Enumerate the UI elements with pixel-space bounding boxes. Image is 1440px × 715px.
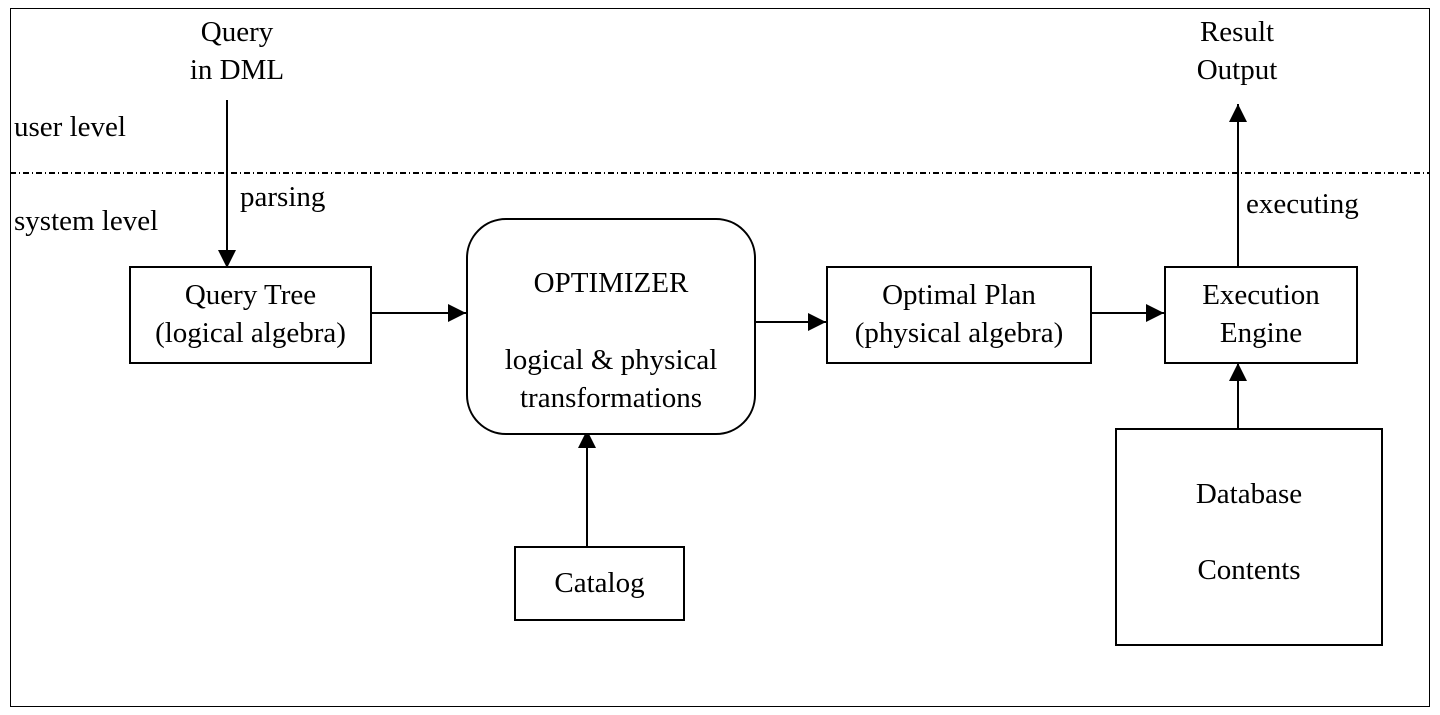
optimal-plan-line2: (physical algebra) xyxy=(854,317,1064,349)
database-contents-line2: Contents xyxy=(1197,554,1301,586)
database-contents-node: Database Contents xyxy=(1115,428,1383,646)
optimizer-title: OPTIMIZER xyxy=(533,267,689,299)
catalog-label: Catalog xyxy=(554,567,645,599)
optimizer-node: OPTIMIZER logical & physical transformat… xyxy=(466,218,756,435)
result-output-line2: Output xyxy=(1196,54,1278,86)
execution-engine-node: Execution Engine xyxy=(1164,266,1358,364)
query-tree-line2: (logical algebra) xyxy=(155,317,346,349)
optimal-plan-node: Optimal Plan (physical algebra) xyxy=(826,266,1092,364)
database-contents-line1: Database xyxy=(1195,478,1303,510)
query-input-line2: in DML xyxy=(189,54,285,86)
optimal-plan-line1: Optimal Plan xyxy=(882,279,1036,311)
system-level-label: system level xyxy=(14,205,159,237)
query-tree-line1: Query Tree xyxy=(184,279,317,311)
executing-label: executing xyxy=(1246,188,1359,220)
optimizer-line1: logical & physical xyxy=(504,344,718,376)
diagram-frame xyxy=(10,8,1430,707)
query-input-line1: Query xyxy=(200,16,274,48)
result-output-line1: Result xyxy=(1199,16,1275,48)
optimizer-line2: transformations xyxy=(519,382,702,414)
execution-engine-line1: Execution xyxy=(1202,279,1320,311)
execution-engine-line2: Engine xyxy=(1219,317,1303,349)
query-tree-node: Query Tree (logical algebra) xyxy=(129,266,372,364)
query-input-label: Query in DML xyxy=(152,13,322,89)
user-level-label: user level xyxy=(14,111,126,143)
parsing-label: parsing xyxy=(240,181,326,213)
result-output-label: Result Output xyxy=(1152,13,1322,89)
catalog-node: Catalog xyxy=(514,546,685,621)
